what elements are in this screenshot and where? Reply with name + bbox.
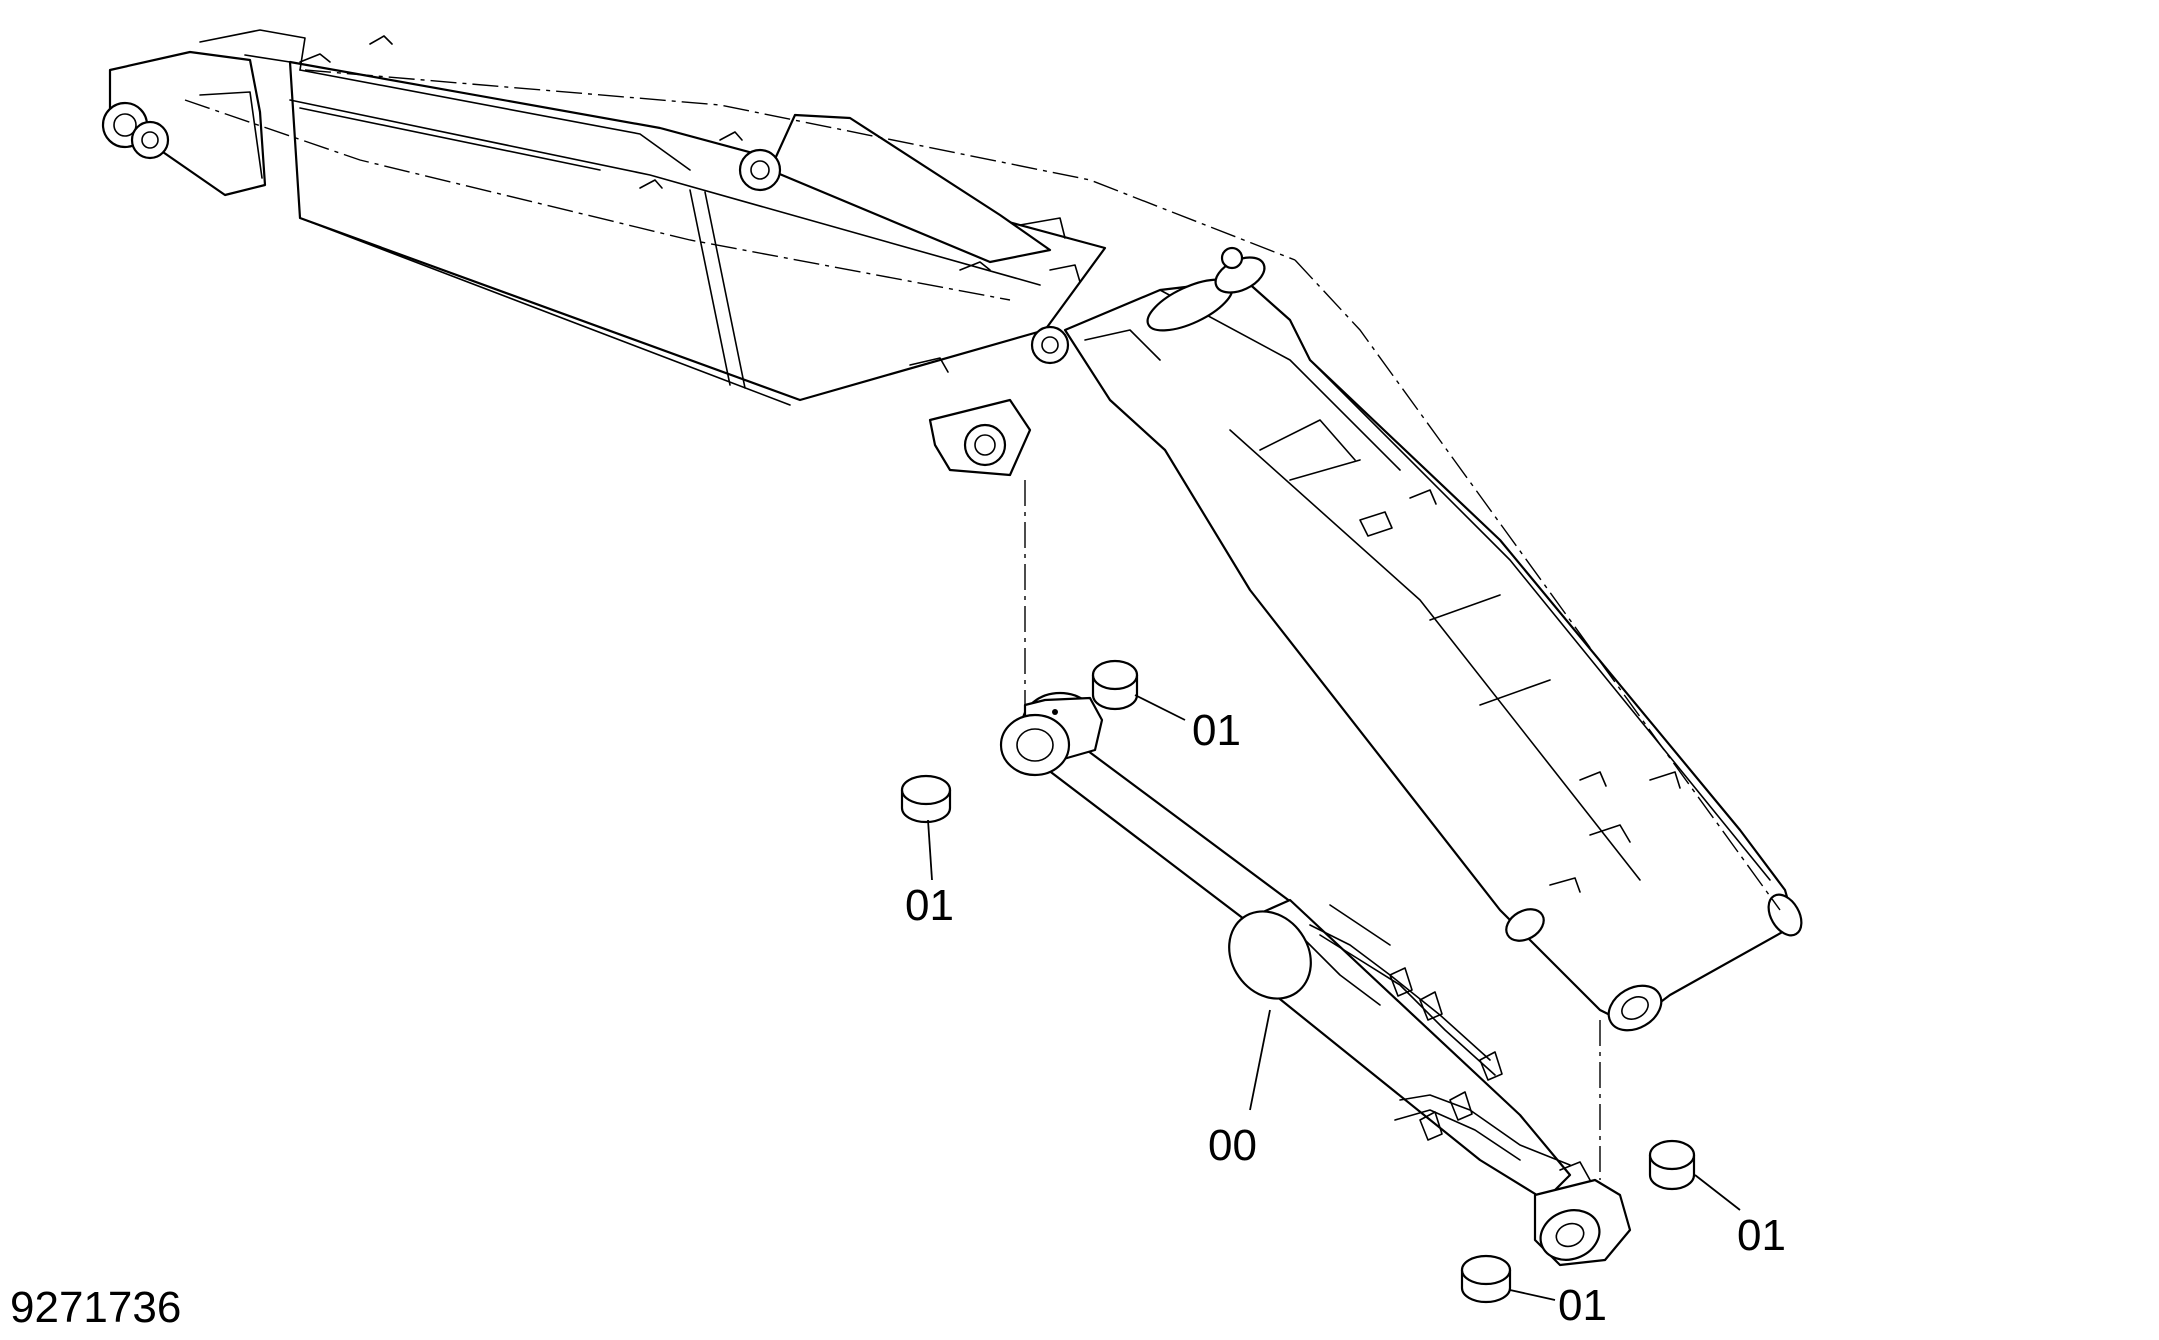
callout-01-bottom-right: 01 (1737, 1211, 1786, 1260)
callout-01-top-left: 01 (905, 881, 954, 930)
bushing-bottom-right (1648, 1139, 1696, 1191)
callout-leaders (927, 694, 1741, 1301)
callout-01-top-right: 01 (1192, 706, 1241, 755)
drawing-number: 9271736 (10, 1283, 181, 1332)
bushing-top-left (900, 774, 952, 824)
bushing-bottom-left (1460, 1254, 1512, 1304)
callout-01-bottom-left: 01 (1558, 1281, 1607, 1330)
assembly-center-lines (184, 69, 1781, 1180)
arm-drawing (1030, 246, 1803, 1032)
callout-00-cylinder: 00 (1208, 1121, 1257, 1170)
boom-drawing (101, 29, 1107, 477)
hydraulic-cylinder-drawing (999, 691, 1632, 1267)
bushing-top-right (1091, 659, 1139, 711)
